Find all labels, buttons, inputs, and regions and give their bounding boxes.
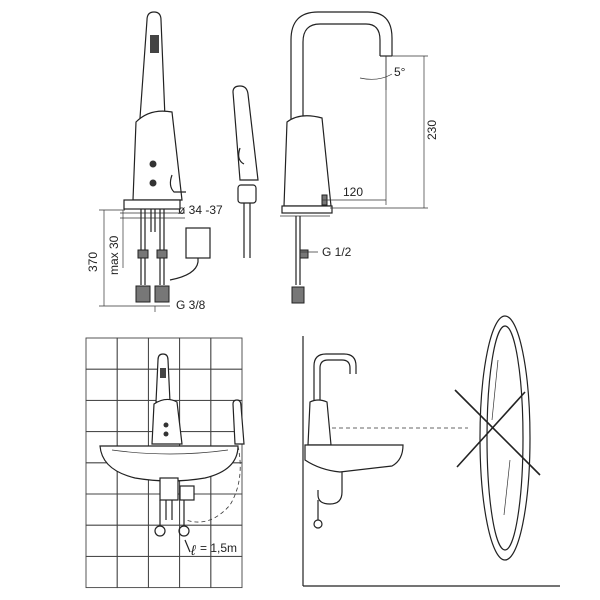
mirror-reflection2 — [503, 459, 511, 516]
side-spout-outer — [290, 11, 393, 120]
front-stud — [150, 209, 156, 232]
side2-spout-outer — [313, 353, 357, 400]
wall-control-box — [179, 485, 195, 501]
wall-faucet-body — [151, 398, 183, 445]
front-control-cable — [169, 258, 199, 281]
wall-tile — [85, 524, 118, 557]
side-angle-label: 5° — [394, 65, 406, 79]
wall-faucet-btn1 — [163, 422, 169, 428]
side2-trap — [317, 472, 343, 505]
front-g38-label: G 3/8 — [176, 298, 206, 312]
side-hose — [295, 216, 301, 285]
wall-hand-shower — [232, 399, 245, 445]
wall-tile — [210, 555, 243, 589]
wall-tile — [179, 337, 212, 370]
wall-cable-symbol: ℓ — [190, 542, 196, 558]
front-body — [132, 110, 183, 201]
side-230-label: 230 — [425, 120, 439, 140]
cross-line-2 — [456, 391, 526, 468]
wall-valve-left — [154, 525, 166, 537]
wall-tile — [116, 368, 149, 401]
front-370-label: 370 — [86, 252, 100, 272]
wall-tile — [116, 524, 149, 557]
hand-shower-clip — [238, 147, 245, 165]
front-connector-left — [135, 285, 151, 303]
hand-shower-view — [232, 85, 259, 258]
front-button-bottom — [149, 179, 157, 187]
front-hose-left — [140, 209, 146, 285]
wall-tile — [179, 555, 212, 589]
wall-supply-pipes — [159, 500, 185, 526]
wall-faucet-btn2 — [163, 431, 169, 437]
front-control-box — [185, 227, 211, 259]
front-side-hook — [169, 174, 186, 193]
wall-tile — [179, 368, 212, 401]
side-clamp — [299, 249, 309, 259]
wall-tile — [147, 524, 181, 557]
side2-body — [307, 399, 332, 446]
wall-valve-right — [178, 525, 190, 537]
wall-cable-label: = 1,5m — [200, 541, 237, 555]
wall-tile — [210, 493, 243, 526]
mirror-reflection1 — [491, 359, 499, 421]
cross-line-1 — [454, 389, 541, 476]
hand-shower-head — [232, 85, 259, 181]
front-spout-sensor — [150, 35, 159, 53]
wall-installation-view: ℓ = 1,5m — [85, 337, 245, 589]
wall-tile — [85, 337, 118, 370]
side-connector — [291, 286, 305, 304]
side-120-label: 120 — [343, 185, 363, 199]
mirror-inner — [486, 325, 524, 551]
wall-tile — [210, 337, 243, 370]
wall-trap-pipe — [165, 500, 173, 520]
front-base — [123, 199, 181, 210]
front-view: ø 34 -37 370 max 30 G 3/8 — [86, 11, 223, 312]
side2-spout-inner — [319, 359, 351, 400]
wall-faucet-sensor — [160, 368, 166, 378]
wall-trap — [159, 477, 179, 501]
hand-shower-grip — [237, 184, 257, 204]
wall-basin-rim — [111, 449, 229, 455]
wall-tile — [85, 399, 118, 433]
side-base — [281, 205, 333, 214]
front-max30-label: max 30 — [107, 235, 121, 275]
front-connector-right — [154, 285, 170, 303]
wall-tile — [85, 493, 118, 526]
side-spout-inner — [302, 23, 381, 120]
front-clamp-right — [156, 249, 168, 259]
wall-tile — [147, 555, 181, 589]
side-g12-label: G 1/2 — [322, 245, 352, 259]
front-hose-right — [159, 209, 165, 285]
side-installation-view — [302, 315, 560, 587]
side2-basin — [304, 444, 404, 473]
wall-tile — [116, 399, 149, 433]
side-angle-arc — [359, 73, 393, 80]
wall-tile — [210, 368, 243, 401]
wall-tile — [116, 493, 149, 526]
wall-cable-leader — [184, 539, 191, 553]
wall-tile — [85, 555, 118, 589]
hand-shower-hose — [243, 203, 251, 258]
wall-tile — [179, 399, 212, 433]
wall-tile — [116, 337, 149, 370]
side2-valve — [313, 519, 323, 529]
front-spout — [139, 11, 166, 119]
side-view: 5° 230 120 G 1/2 — [280, 11, 439, 304]
wall-tile — [116, 555, 149, 589]
mirror-outer — [479, 315, 531, 561]
front-clamp-left — [137, 249, 149, 259]
front-button-top — [149, 160, 157, 168]
side-body — [283, 115, 332, 207]
front-dia-label: ø 34 -37 — [178, 203, 223, 217]
wall-tile — [85, 368, 118, 401]
